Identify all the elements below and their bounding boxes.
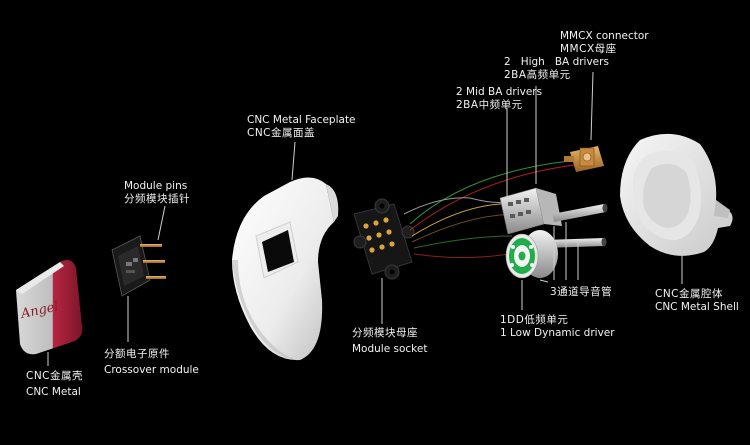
label-cnc-metal-en: CNC Metal [26,386,81,398]
cnc-metal-faceplate [232,177,339,361]
label-mid-ba-en: 2 Mid BA drivers [456,86,543,98]
label-mmcx-connector: MMCX connector MMCX母座 [560,30,649,56]
label-socket-en: Module socket [352,343,428,355]
dynamic-driver [505,230,558,279]
label-high-ba-en: 2 High BA drivers [504,56,609,68]
label-mid-ba-cn: 2BA中频单元 [456,99,523,111]
mmcx-connector [564,146,604,172]
label-dynamic-en: 1 Low Dynamic driver [500,327,615,339]
leader-lines [47,71,683,366]
label-faceplate-cn: CNC金属面盖 [247,127,316,139]
label-mmcx-cn: MMCX母座 [560,43,617,55]
crossover-module [111,235,166,297]
label-faceplate-en: CNC Metal Faceplate [247,114,356,126]
sound-tubes [544,203,608,248]
label-crossover-en: Crossover module [104,364,199,376]
label-metal-shell: CNC金属腔体 CNC Metal Shell [655,288,739,314]
label-shell-cn: CNC金属腔体 [655,288,724,300]
label-dynamic-cn: 1DD低频单元 [500,314,569,326]
label-socket-cn: 分频模块母座 [352,327,418,339]
label-module-socket: 分频模块母座 Module socket [352,327,427,356]
label-faceplate: CNC Metal Faceplate CNC金属面盖 [247,114,356,140]
label-tubes-cn: 3通道导音管 [550,286,613,298]
module-pins [140,244,166,279]
label-crossover-cn: 分额电子原件 [104,348,170,360]
label-mmcx-en: MMCX connector [560,30,649,42]
label-module-pins-cn: 分频模块插针 [124,193,190,205]
label-dynamic-driver: 1DD低频单元 1 Low Dynamic driver [500,314,615,340]
label-high-ba-drivers: 2 High BA drivers 2BA高频单元 [504,56,609,82]
label-cnc-metal-cn: CNC金属壳 [26,370,84,382]
cnc-metal-badge: Angel [16,260,83,355]
label-module-pins: Module pins 分频模块插针 [124,180,190,206]
label-cnc-metal: CNC金属壳 CNC Metal [26,370,83,399]
module-socket [353,198,415,280]
ba-drivers [499,187,562,235]
label-mid-ba-drivers: 2 Mid BA drivers 2BA中频单元 [456,86,542,112]
label-shell-en: CNC Metal Shell [655,301,739,313]
label-module-pins-en: Module pins [124,180,188,192]
label-high-ba-cn: 2BA高频单元 [504,69,571,81]
label-crossover-module: 分额电子原件 Crossover module [104,348,199,377]
cnc-metal-shell [620,133,733,256]
label-sound-tubes: 3通道导音管 [550,286,612,299]
